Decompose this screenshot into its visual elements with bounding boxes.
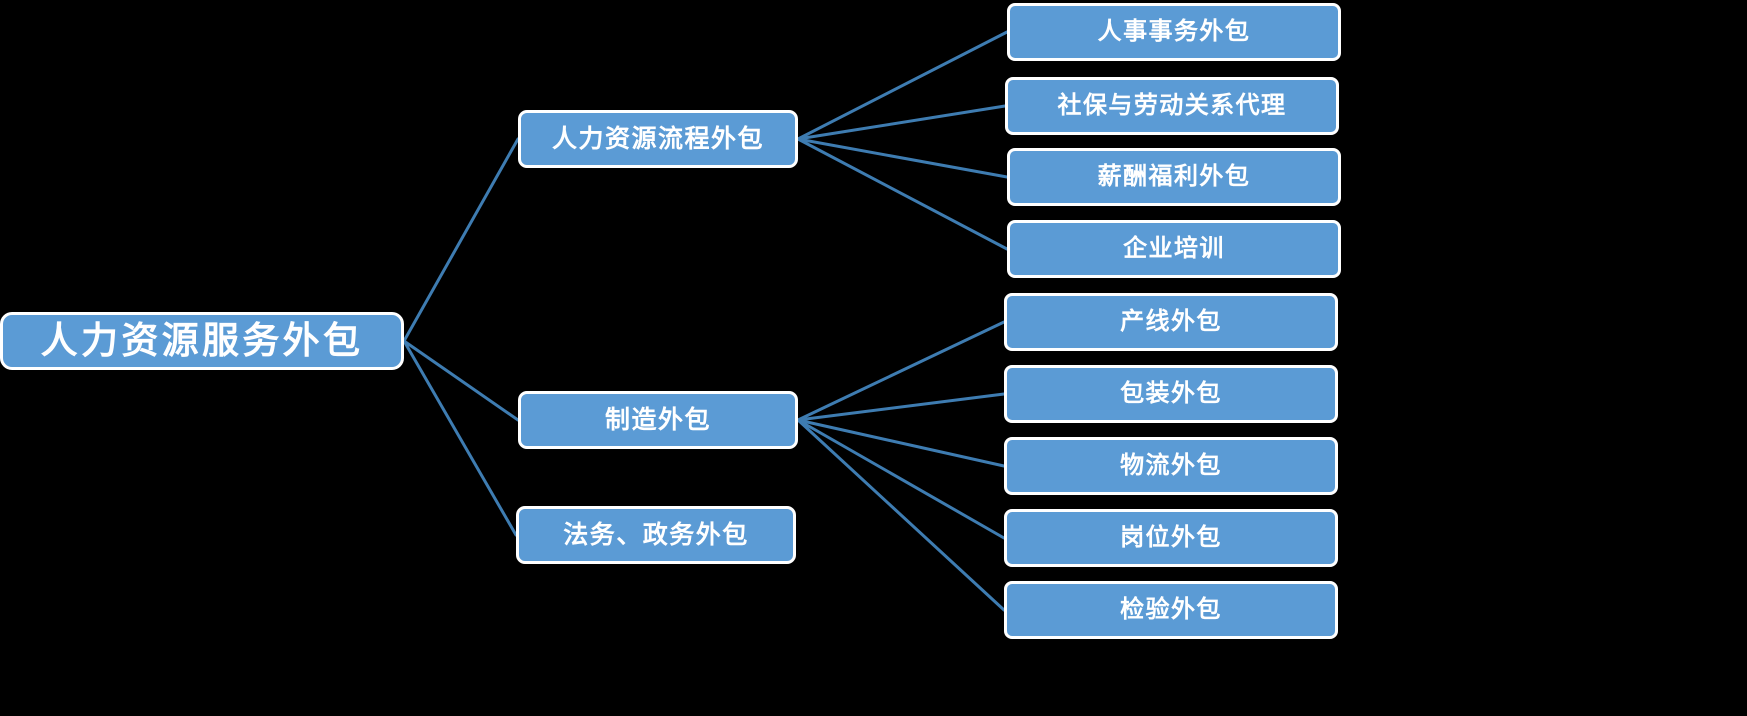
node-l2-hr-process[interactable]: 人力资源流程外包 bbox=[518, 110, 798, 168]
connector-line bbox=[402, 339, 520, 422]
node-leaf-social-insurance[interactable]: 社保与劳动关系代理 bbox=[1005, 77, 1339, 135]
node-leaf-production-line[interactable]: 产线外包 bbox=[1004, 293, 1338, 351]
node-label: 人力资源流程外包 bbox=[551, 123, 764, 153]
node-l2-legal-affairs[interactable]: 法务、政务外包 bbox=[516, 506, 796, 564]
connector-line bbox=[796, 137, 1009, 179]
node-leaf-post-staffing[interactable]: 岗位外包 bbox=[1004, 509, 1338, 567]
node-label: 薪酬福利外包 bbox=[1097, 162, 1251, 191]
connector-line bbox=[402, 137, 520, 343]
node-label: 检验外包 bbox=[1120, 595, 1222, 624]
node-leaf-corporate-training[interactable]: 企业培训 bbox=[1007, 220, 1341, 278]
node-label: 产线外包 bbox=[1120, 307, 1222, 336]
connector-line bbox=[796, 418, 1006, 612]
connector-line bbox=[796, 418, 1006, 540]
node-label: 人力资源服务外包 bbox=[40, 318, 364, 362]
connector-line bbox=[402, 339, 518, 537]
node-label: 企业培训 bbox=[1123, 234, 1225, 263]
connector-line bbox=[796, 104, 1007, 141]
connector-line bbox=[796, 30, 1009, 141]
node-leaf-logistics[interactable]: 物流外包 bbox=[1004, 437, 1338, 495]
node-label: 岗位外包 bbox=[1120, 523, 1222, 552]
node-label: 包装外包 bbox=[1120, 379, 1222, 408]
node-leaf-packaging[interactable]: 包装外包 bbox=[1004, 365, 1338, 423]
node-label: 制造外包 bbox=[604, 404, 711, 434]
connector-line bbox=[796, 392, 1006, 422]
node-leaf-personnel-affairs[interactable]: 人事事务外包 bbox=[1007, 3, 1341, 61]
connector-line bbox=[796, 137, 1009, 251]
node-root[interactable]: 人力资源服务外包 bbox=[0, 312, 404, 370]
connector-line bbox=[796, 418, 1006, 468]
node-label: 人事事务外包 bbox=[1097, 17, 1251, 46]
node-label: 社保与劳动关系代理 bbox=[1057, 91, 1287, 120]
node-label: 法务、政务外包 bbox=[563, 519, 749, 549]
connector-line bbox=[796, 320, 1006, 422]
node-label: 物流外包 bbox=[1120, 451, 1222, 480]
node-l2-manufacturing[interactable]: 制造外包 bbox=[518, 391, 798, 449]
node-leaf-inspection[interactable]: 检验外包 bbox=[1004, 581, 1338, 639]
node-leaf-compensation-benefits[interactable]: 薪酬福利外包 bbox=[1007, 148, 1341, 206]
